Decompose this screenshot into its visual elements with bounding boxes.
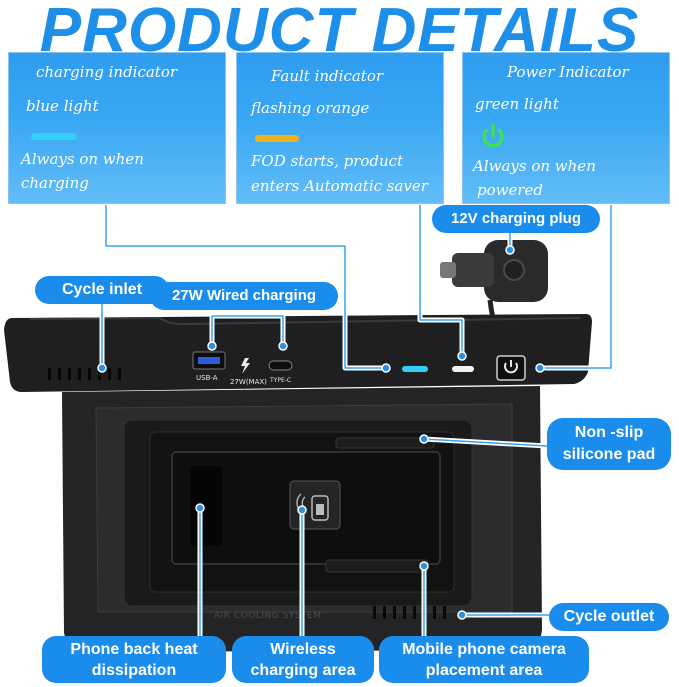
charging-indicator-card: charging indicator blue light Always on … [8, 52, 226, 204]
fault-indicator-card: Fault indicator flashing orange FOD star… [236, 52, 444, 204]
card-desc-line2: charging [21, 174, 89, 192]
cycle-outlet-label: Cycle outlet [549, 603, 669, 631]
cycle-inlet-label: Cycle inlet [35, 276, 169, 304]
card-desc-line1: FOD starts, product [251, 152, 404, 170]
type-c-port-label: TYPE-C [270, 377, 292, 384]
card-title: Fault indicator [271, 67, 384, 85]
camera-placement-label: Mobile phone camera placement area [379, 636, 589, 683]
card-state: green light [475, 95, 559, 113]
card-title: Power Indicator [507, 63, 629, 81]
wired-charging-label: 27W Wired charging [150, 282, 338, 310]
power-icon [482, 123, 504, 148]
silicone-pad-label-line1: Non -slip [574, 424, 644, 441]
air-cooling-text: AIR COOLING SYSTEM [214, 611, 322, 621]
heat-dissipation-label: Phone back heat dissipation [42, 636, 226, 683]
card-state: flashing orange [251, 99, 370, 117]
card-desc-line1: Always on when [473, 157, 596, 175]
charging-plug-icon [440, 240, 548, 333]
silicone-pad-label-line2: silicone pad [562, 446, 656, 463]
camera-placement-label-line1: Mobile phone camera [402, 641, 566, 658]
silicone-pad-label: Non -slip silicone pad [547, 418, 671, 470]
blue-light-swatch [31, 133, 77, 140]
usb-a-port-label: USB-A [196, 374, 218, 382]
card-desc-line2: powered [477, 181, 543, 199]
heat-dissipation-label-line2: dissipation [91, 662, 177, 679]
wireless-charging-label-line2: charging area [250, 662, 356, 679]
card-desc-line2: enters Automatic saver [251, 177, 428, 195]
heat-dissipation-label-line1: Phone back heat [70, 641, 198, 658]
charging-plug-label: 12V charging plug [432, 205, 600, 233]
wireless-charging-label: Wireless charging area [232, 636, 374, 683]
orange-light-swatch [255, 135, 299, 142]
wireless-charging-label-line1: Wireless [270, 641, 336, 658]
power-rating-label: 27W(MAX) [230, 378, 267, 386]
card-state: blue light [26, 97, 99, 115]
power-indicator-card: Power Indicator green light Always on wh… [462, 52, 670, 204]
camera-placement-label-line2: placement area [425, 662, 543, 679]
card-desc-line1: Always on when [21, 150, 144, 168]
card-title: charging indicator [36, 63, 178, 81]
